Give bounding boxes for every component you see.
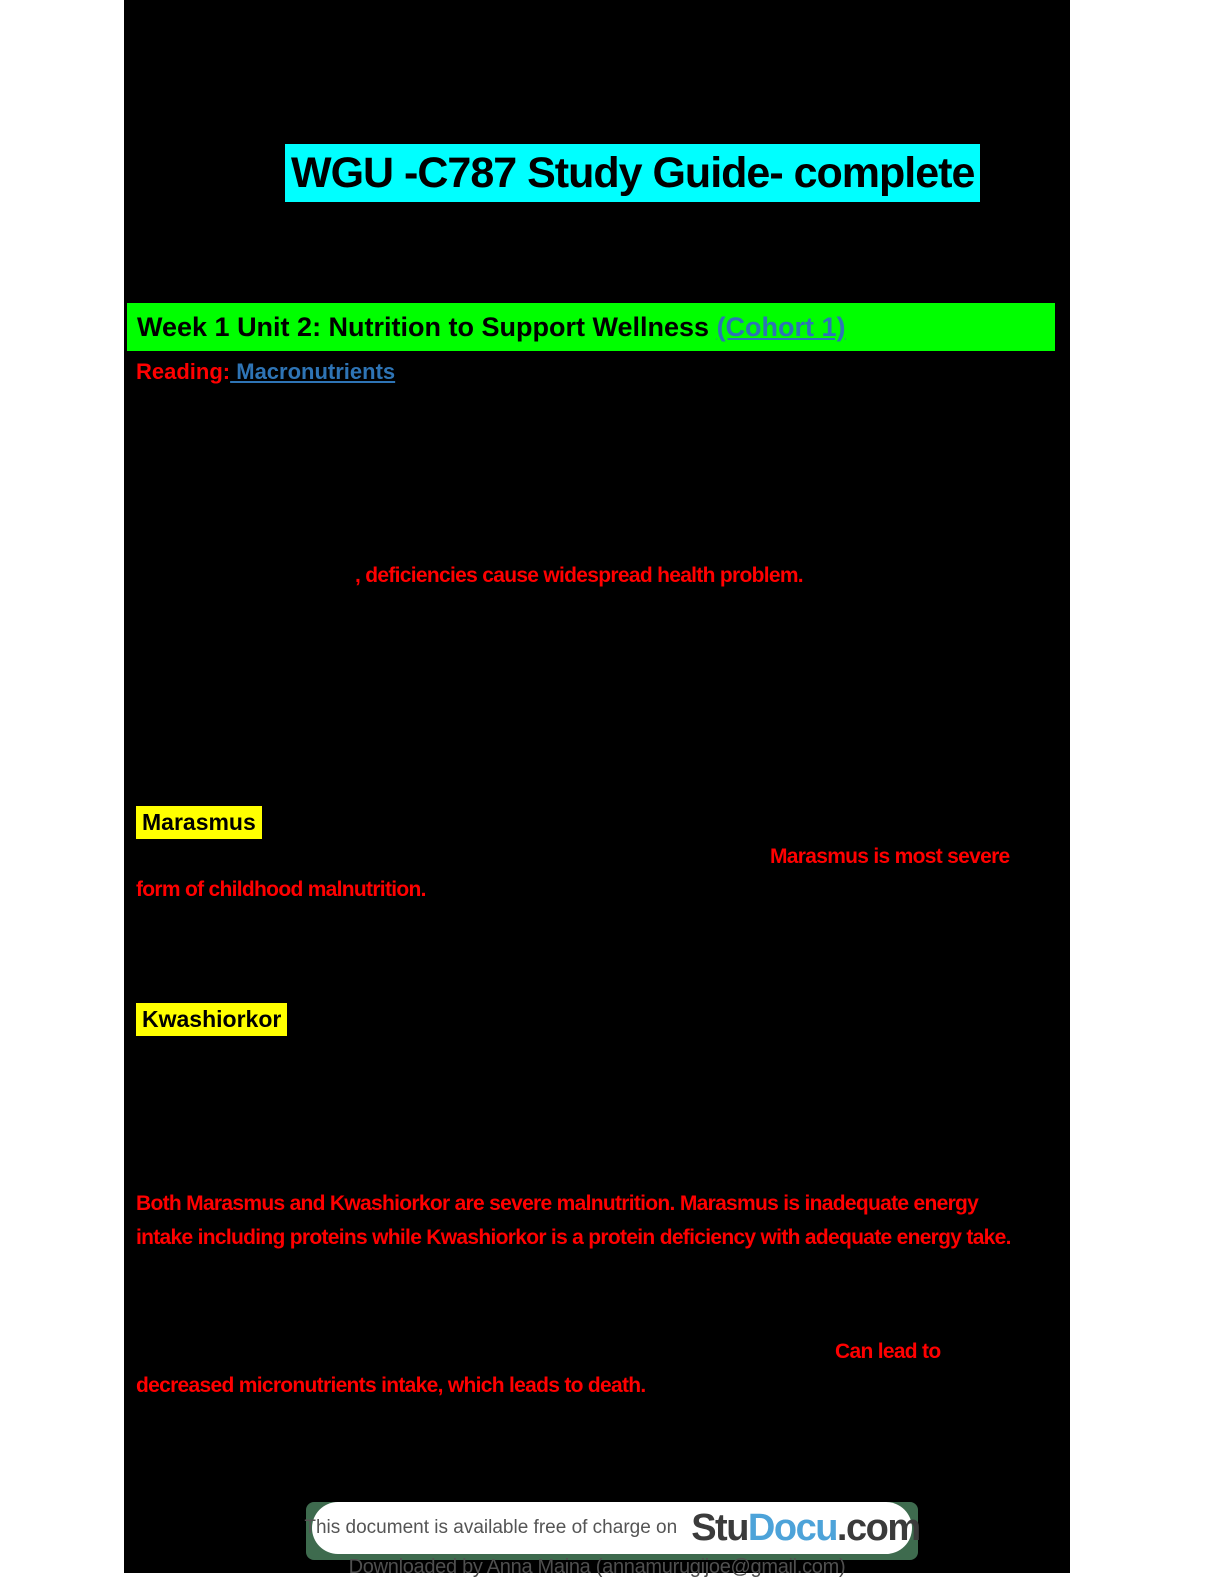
canlead-text-line2: decreased micronutrients intake, which l… (136, 1374, 646, 1397)
studocu-logo[interactable]: StuDocu.com (691, 1507, 921, 1549)
deficiencies-text: , deficiencies cause widespread health p… (355, 564, 804, 587)
banner-text: This document is available free of charg… (304, 1517, 678, 1538)
kwashiorkor-heading: Kwashiorkor (136, 1003, 288, 1036)
studocu-logo-docu: Docu (747, 1507, 839, 1549)
marasmus-text-line2: form of childhood malnutrition. (136, 878, 426, 901)
reading-line: Reading: Macronutrients (136, 359, 395, 385)
page-title: WGU -C787 Study Guide- complete (285, 144, 981, 202)
comparison-text-line2: intake including proteins while Kwashior… (136, 1226, 1011, 1249)
section-header: Week 1 Unit 2: Nutrition to Support Well… (127, 303, 1055, 351)
studocu-logo-stu: Stu (691, 1507, 749, 1549)
macronutrients-link[interactable]: Macronutrients (230, 359, 396, 384)
cohort-link[interactable]: (Cohort 1) (716, 312, 846, 342)
studocu-logo-com: .com (836, 1507, 921, 1549)
reading-label: Reading: (136, 359, 231, 384)
downloaded-by-line: Downloaded by Anna Maina (annamurugijoe@… (348, 1556, 846, 1578)
marasmus-text-line1: Marasmus is most severe (770, 845, 1010, 868)
marasmus-heading: Marasmus (136, 806, 262, 839)
comparison-text-line1: Both Marasmus and Kwashiorkor are severe… (136, 1192, 979, 1215)
section-header-text: Week 1 Unit 2: Nutrition to Support Well… (137, 312, 717, 342)
studocu-banner[interactable]: This document is available free of charg… (304, 1502, 921, 1554)
canlead-text-line1: Can lead to (835, 1340, 941, 1363)
document-page: WGU -C787 Study Guide- complete Week 1 U… (124, 0, 1070, 1578)
